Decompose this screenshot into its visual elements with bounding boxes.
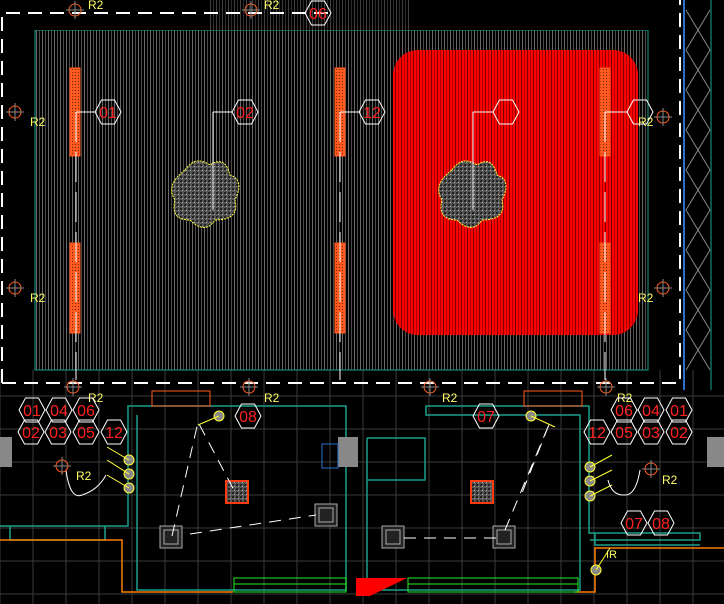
tag-hexagon[interactable] bbox=[626, 99, 654, 125]
grid-label: R2 bbox=[638, 291, 654, 305]
tag-number: 08 bbox=[652, 516, 670, 533]
tag-number: 07 bbox=[625, 516, 643, 533]
tag-number: 01 bbox=[670, 403, 688, 420]
grid-label: R2 bbox=[638, 115, 654, 129]
tag-hexagon[interactable]: 06 bbox=[304, 0, 332, 26]
fixture-label: IR bbox=[606, 549, 617, 561]
grid-label: R2 bbox=[30, 115, 46, 129]
tag-number: 12 bbox=[105, 425, 123, 442]
speaker-leads bbox=[106, 415, 613, 571]
grid-markers bbox=[6, 1, 672, 478]
grid-marker-icon bbox=[654, 108, 672, 126]
grid-marker-icon bbox=[654, 279, 672, 297]
grid-marker-icon bbox=[64, 378, 82, 396]
grid-marker-icon bbox=[6, 279, 24, 297]
tag-hexagon[interactable]: 12 bbox=[583, 419, 611, 445]
tag-hexagon[interactable]: 03 bbox=[637, 419, 665, 445]
red-hatch bbox=[356, 578, 407, 596]
tag-hexagon[interactable]: 08 bbox=[234, 403, 262, 429]
tag-number: 04 bbox=[642, 403, 660, 420]
tag-number: 07 bbox=[477, 409, 495, 426]
tag-hexagon[interactable]: 02 bbox=[665, 419, 693, 445]
diffusers bbox=[225, 480, 494, 504]
grid-label: R2 bbox=[264, 391, 280, 405]
tag-hexagon[interactable]: 12 bbox=[358, 99, 386, 125]
grid-marker-icon bbox=[642, 460, 660, 478]
grid-label: R2 bbox=[88, 391, 104, 405]
truss bbox=[683, 0, 712, 390]
grid-label: R2 bbox=[662, 473, 678, 487]
grid-marker-icon bbox=[6, 103, 24, 121]
grid-label: R2 bbox=[88, 0, 104, 12]
tag-hexagon[interactable]: 02 bbox=[231, 99, 259, 125]
tag-number: 12 bbox=[363, 105, 381, 122]
tag-hexagon[interactable]: 07 bbox=[620, 510, 648, 536]
tag-number: 02 bbox=[670, 425, 688, 442]
curve-leaders bbox=[65, 469, 641, 497]
tag-number: 02 bbox=[236, 105, 254, 122]
columns bbox=[0, 437, 724, 467]
background-grid bbox=[0, 370, 724, 604]
tag-number: 06 bbox=[615, 403, 633, 420]
tag-number: 06 bbox=[309, 6, 327, 23]
highlighted-zone bbox=[393, 50, 638, 335]
grid-marker-icon bbox=[242, 1, 260, 19]
grid-label: R2 bbox=[76, 469, 92, 483]
tag-number: 03 bbox=[49, 425, 67, 442]
tag-hexagon[interactable]: 02 bbox=[17, 419, 45, 445]
tag-hexagon[interactable]: 01 bbox=[665, 397, 693, 423]
tag-number: 01 bbox=[23, 403, 41, 420]
grid-marker-icon bbox=[66, 1, 84, 19]
tag-number: 08 bbox=[239, 409, 257, 426]
tag-number: 04 bbox=[50, 403, 68, 420]
switch-box bbox=[321, 443, 339, 469]
grid-marker-icon bbox=[421, 378, 439, 396]
tag-hexagon[interactable]: 05 bbox=[610, 419, 638, 445]
tag-number: 01 bbox=[99, 105, 117, 122]
tag-hexagon[interactable]: 04 bbox=[637, 397, 665, 423]
tag-hexagon[interactable]: 07 bbox=[472, 403, 500, 429]
tag-hexagon[interactable]: 05 bbox=[72, 419, 100, 445]
tag-hexagon[interactable]: 01 bbox=[18, 397, 46, 423]
steps bbox=[233, 577, 579, 593]
plant-symbols bbox=[171, 160, 507, 228]
wiring bbox=[171, 420, 551, 539]
tag-hexagons: 06 01 02 12 01 04 06 02 03 05 12 08 07 06 04 01 12 05 03 02… bbox=[17, 0, 693, 536]
door-frames bbox=[151, 390, 583, 407]
tag-number: 02 bbox=[22, 425, 40, 442]
grid-label: R2 bbox=[30, 291, 46, 305]
tag-number: 06 bbox=[77, 403, 95, 420]
grid-marker-icon bbox=[240, 378, 258, 396]
tag-number: 05 bbox=[77, 425, 95, 442]
boundary-dashed bbox=[1, 0, 681, 384]
vent-fixtures bbox=[159, 503, 516, 549]
grid-label: R2 bbox=[264, 0, 280, 12]
grid-marker-icon bbox=[53, 457, 71, 475]
tag-number: 03 bbox=[642, 425, 660, 442]
grid-label: R2 bbox=[442, 391, 458, 405]
tag-hexagon[interactable]: 01 bbox=[94, 99, 122, 125]
tag-hexagon[interactable]: 06 bbox=[610, 397, 638, 423]
tag-hexagon[interactable]: 03 bbox=[44, 419, 72, 445]
tag-hexagon[interactable]: 04 bbox=[45, 397, 73, 423]
tag-hexagon[interactable]: 08 bbox=[647, 510, 675, 536]
tag-hexagon[interactable] bbox=[492, 99, 520, 125]
leader-lines bbox=[75, 111, 627, 380]
tag-number: 12 bbox=[588, 425, 606, 442]
grid-marker-icon bbox=[597, 378, 615, 396]
tag-number: 05 bbox=[615, 425, 633, 442]
tag-hexagon[interactable]: 06 bbox=[72, 397, 100, 423]
tag-hexagon[interactable]: 12 bbox=[100, 419, 128, 445]
